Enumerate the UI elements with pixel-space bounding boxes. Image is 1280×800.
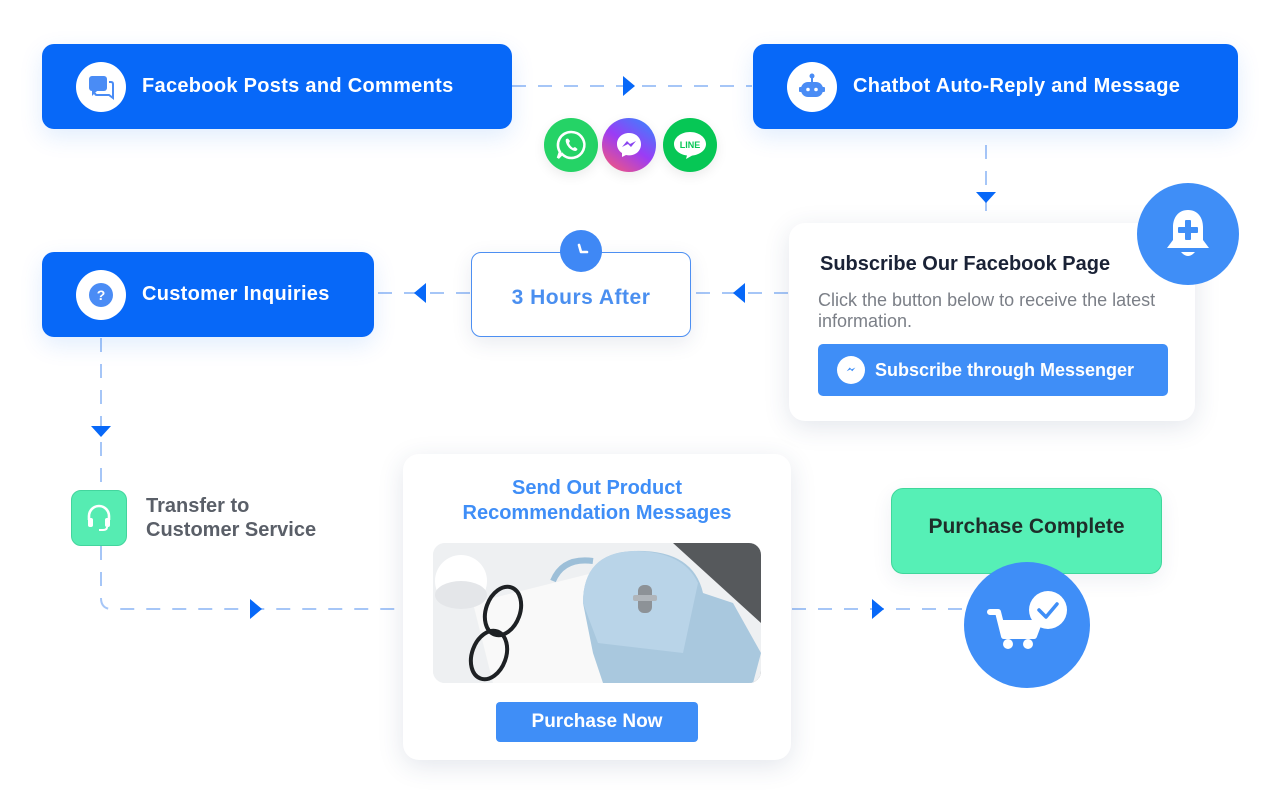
arrow-right-icon — [872, 599, 884, 619]
arrow-down-icon — [91, 426, 111, 437]
cart-check-icon — [964, 562, 1090, 688]
product-image — [433, 543, 761, 683]
subscribe-button-label: Subscribe through Messenger — [875, 359, 1135, 380]
node-label: Facebook Posts and Comments — [142, 75, 454, 97]
arrow-right-icon — [250, 599, 262, 619]
node-label: Customer Inquiries — [142, 283, 330, 305]
messenger-icon — [602, 118, 656, 172]
connector-inquiries-to-product — [100, 338, 402, 610]
node-transfer-customer-service[interactable]: Transfer to Customer Service — [146, 494, 316, 542]
subscribe-card: Subscribe Our Facebook Page Click the bu… — [789, 223, 1195, 421]
svg-text:?: ? — [97, 287, 106, 303]
transfer-label-line1: Transfer to — [146, 495, 250, 517]
line-icon: LINE — [663, 118, 717, 172]
product-card-title: Send Out Product Recommendation Messages — [462, 477, 732, 524]
subscribe-description: Click the button below to receive the la… — [818, 290, 1156, 331]
line-text: LINE — [680, 140, 701, 150]
subscribe-title: Subscribe Our Facebook Page — [820, 253, 1111, 275]
purchase-now-button[interactable]: Purchase Now — [496, 702, 698, 742]
node-label: Chatbot Auto-Reply and Message — [853, 75, 1181, 97]
node-facebook-posts[interactable]: Facebook Posts and Comments — [42, 44, 512, 129]
headset-icon — [71, 490, 127, 546]
node-chatbot[interactable]: Chatbot Auto-Reply and Message — [753, 44, 1238, 129]
subscribe-messenger-button[interactable]: Subscribe through Messenger — [818, 344, 1168, 396]
node-purchase-complete[interactable]: Purchase Complete — [891, 488, 1162, 574]
node-label: 3 Hours After — [511, 285, 651, 309]
transfer-label-line2: Customer Service — [146, 519, 317, 541]
whatsapp-icon — [544, 118, 598, 172]
node-label: Purchase Complete — [928, 515, 1125, 538]
arrow-left-icon — [414, 283, 426, 303]
bell-plus-icon — [1137, 183, 1239, 285]
robot-icon — [787, 61, 837, 112]
arrow-right-icon — [623, 76, 635, 96]
question-icon: ? — [76, 269, 126, 320]
node-customer-inquiries[interactable]: ? Customer Inquiries — [42, 252, 374, 337]
chat-bubbles-icon — [76, 61, 126, 112]
arrow-down-icon — [976, 192, 996, 203]
product-recommendation-card: Send Out Product Recommendation Messages… — [403, 454, 791, 760]
clock-icon — [560, 230, 602, 272]
messenger-icon — [837, 356, 865, 384]
arrow-left-icon — [733, 283, 745, 303]
